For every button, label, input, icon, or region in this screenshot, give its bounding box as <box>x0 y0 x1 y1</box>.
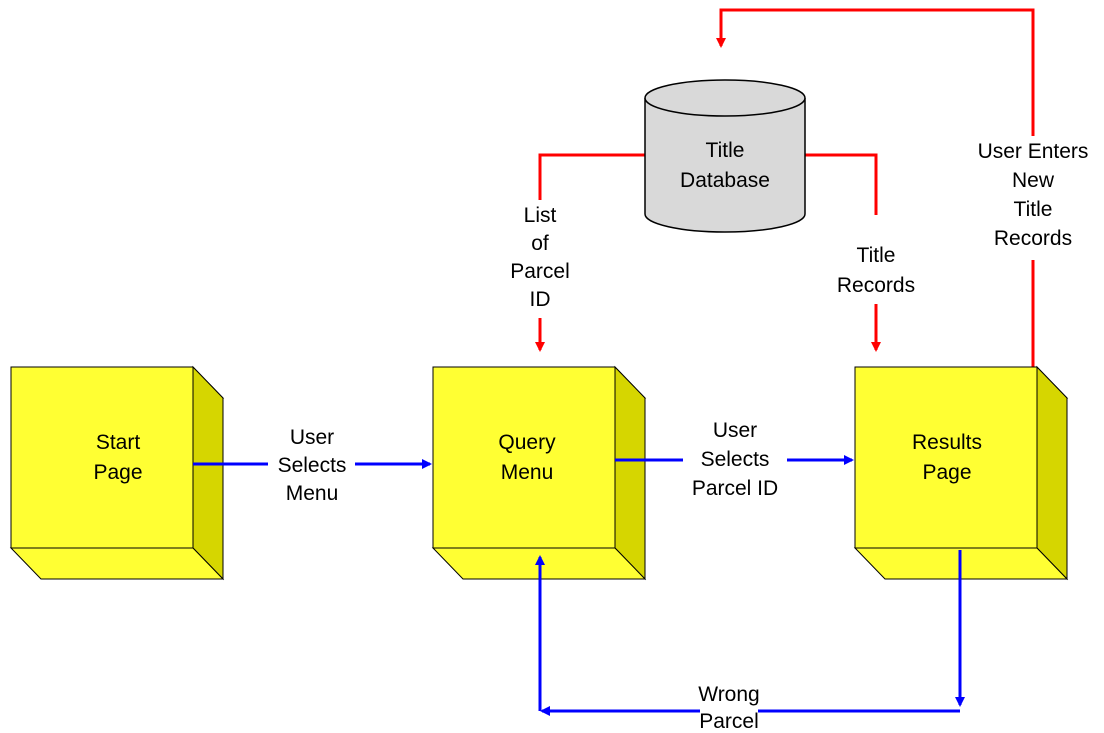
start-page-label-line1: Start <box>96 431 141 454</box>
user-selects-menu-line3: Menu <box>286 482 339 505</box>
list-of-parcel-id-line4: ID <box>530 288 551 311</box>
results-page-box-side <box>1036 365 1068 581</box>
results-page-box[interactable]: Results Page <box>853 365 1069 581</box>
title-database: Title Database <box>644 79 806 233</box>
start-page-box-bottom <box>9 547 225 580</box>
title-records-line1: Title <box>857 244 896 267</box>
title-records-connector <box>804 153 878 215</box>
label-user-selects-parcel-id: User Selects Parcel ID <box>692 419 778 500</box>
user-enters-line2: New <box>1012 169 1055 192</box>
database-top <box>644 79 806 117</box>
navigation-connectors <box>193 455 965 716</box>
database-label-line1: Title <box>706 139 745 162</box>
results-page-label-line1: Results <box>912 431 982 454</box>
list-of-parcel-id-line2: of <box>531 232 549 255</box>
query-menu-label-line1: Query <box>498 431 556 454</box>
user-enters-new-title-records-connector-top <box>716 8 1035 136</box>
start-page-box-face <box>10 366 194 549</box>
query-menu-box[interactable]: Query Menu <box>431 365 647 581</box>
label-user-enters-new-title-records: User Enters New Title Records <box>978 140 1089 250</box>
start-page-box-side <box>192 365 224 581</box>
query-menu-label-line2: Menu <box>501 461 554 484</box>
list-of-parcel-id-line1: List <box>524 204 557 227</box>
user-selects-parcel-id-line1: User <box>713 419 757 442</box>
start-page-box[interactable]: Start Page <box>9 365 225 581</box>
user-selects-menu-line2: Selects <box>278 454 347 477</box>
database-body <box>644 98 806 233</box>
query-menu-box-side <box>614 365 646 581</box>
user-selects-parcel-id-line2: Selects <box>701 448 770 471</box>
list-of-parcel-id-line3: Parcel <box>510 260 570 283</box>
label-user-selects-menu: User Selects Menu <box>278 426 347 505</box>
user-enters-line3: Title <box>1014 198 1053 221</box>
user-enters-line4: Records <box>994 227 1072 250</box>
wrong-parcel-line1: Wrong <box>698 683 759 706</box>
query-menu-box-face <box>432 366 616 549</box>
results-page-box-face <box>854 366 1038 549</box>
database-label-line2: Database <box>680 169 770 192</box>
list-of-parcel-id-connector <box>538 153 645 200</box>
user-enters-line1: User Enters <box>978 140 1089 163</box>
results-page-label-line2: Page <box>922 461 971 484</box>
label-title-records: Title Records <box>837 244 915 297</box>
user-selects-parcel-id-line3: Parcel ID <box>692 477 778 500</box>
label-wrong-parcel: Wrong Parcel <box>698 683 759 733</box>
user-selects-menu-line1: User <box>290 426 334 449</box>
label-list-of-parcel-id: List of Parcel ID <box>510 204 570 311</box>
database-connectors <box>535 8 1035 370</box>
title-records-line2: Records <box>837 274 915 297</box>
wrong-parcel-line2: Parcel <box>699 710 759 733</box>
start-page-label-line2: Page <box>93 461 142 484</box>
